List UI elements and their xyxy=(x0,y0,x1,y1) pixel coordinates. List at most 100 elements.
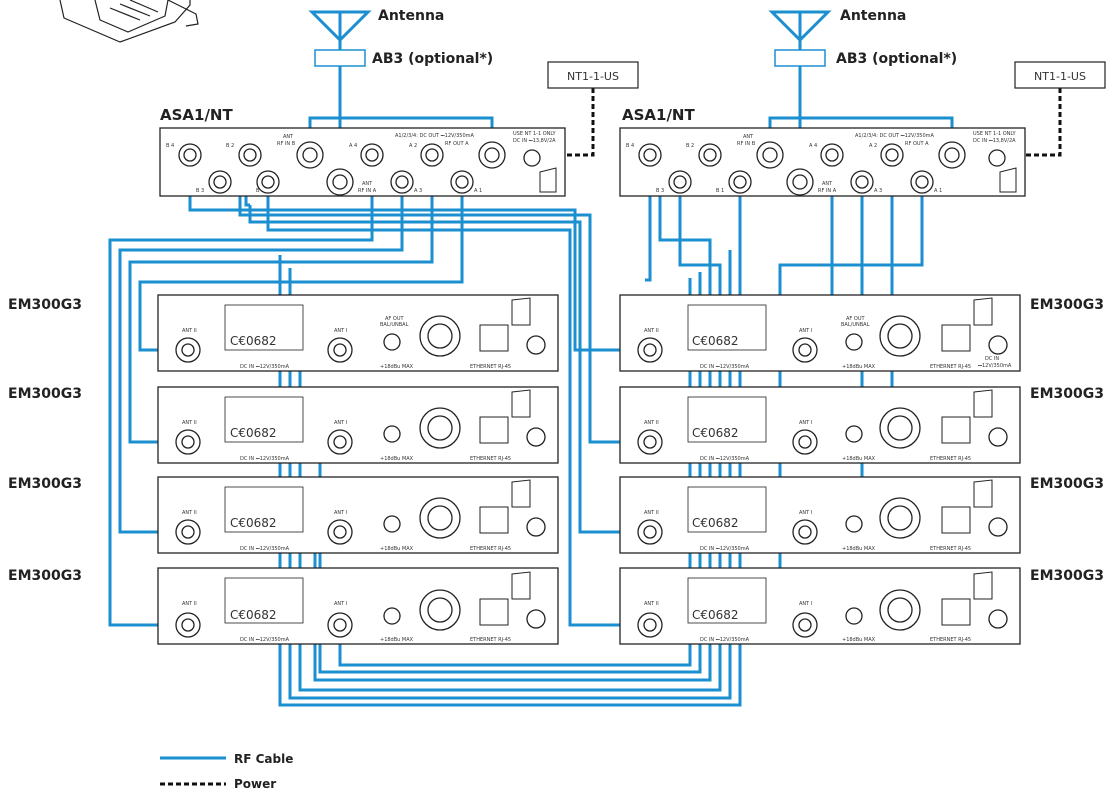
max-text: +18dBu MAX xyxy=(842,546,876,552)
rating-label xyxy=(224,577,304,624)
cable-clip-icon xyxy=(511,297,531,326)
dc-in-text: DC IN ⎓12V/350mA xyxy=(700,364,750,370)
legend-power-label: Power xyxy=(234,777,276,789)
receiver-label: EM300G3 xyxy=(8,386,82,402)
port-label: A 4 xyxy=(809,143,817,149)
dc-out-text: A1/2/3/4: DC OUT ⎓12V/350mA xyxy=(855,133,935,139)
ethernet-port xyxy=(941,416,971,444)
rf-in-b-text: RF IN B xyxy=(277,141,296,147)
splitter-left: ASA1/NT A1/2/3/4: DC OUT ⎓12V/350mA USE … xyxy=(159,106,566,197)
ant-ii-text: ANT II xyxy=(644,510,659,516)
ant-ii-text: ANT II xyxy=(182,420,197,426)
bnc-connector-icon xyxy=(175,589,546,638)
receiver-right-1: C€0682 ANT II ANT I DC IN ⎓12V/350mA +18… xyxy=(619,294,1021,372)
ce-mark: C€0682 xyxy=(692,334,739,348)
bnc-connector-icon xyxy=(175,407,546,455)
bnc-connector-icon xyxy=(637,407,1008,455)
ant-i-text: ANT I xyxy=(334,420,347,426)
port-label: A 2 xyxy=(409,143,417,149)
ant-b-text: ANT xyxy=(283,134,294,140)
ce-mark: C€0682 xyxy=(692,608,739,622)
ethernet-port xyxy=(479,506,509,534)
receiver-left-3: C€0682 ANT II ANT I DC IN ⎓12V/350mA +18… xyxy=(157,476,559,554)
legend: RF Cable Power xyxy=(160,752,293,789)
receiver-label: EM300G3 xyxy=(1030,297,1104,313)
ab3-label: AB3 (optional*) xyxy=(836,51,957,67)
ethernet-port xyxy=(941,324,971,352)
bnc-connector-icon xyxy=(178,141,541,196)
dc-in-text: DC IN ⎓12V/350mA xyxy=(240,364,290,370)
cable-clip-icon xyxy=(973,389,993,418)
af-out-text: AF OUT xyxy=(846,316,865,322)
ce-mark: C€0682 xyxy=(230,334,277,348)
port-label: A 1 xyxy=(474,188,482,194)
legend-rf-label: RF Cable xyxy=(234,752,293,766)
ethernet-text: ETHERNET RJ-45 xyxy=(470,637,511,643)
rating-label xyxy=(224,396,304,443)
dc-in-text: DC IN ⎓12V/350mA xyxy=(240,546,290,552)
rack-kit-sketch xyxy=(59,0,199,43)
ant-i-text: ANT I xyxy=(799,420,812,426)
ant-ii-text: ANT II xyxy=(644,601,659,607)
cable-clip-icon xyxy=(999,167,1017,193)
bnc-connector-icon xyxy=(638,141,1006,196)
ethernet-port xyxy=(941,598,971,626)
ethernet-text: ETHERNET RJ-45 xyxy=(930,546,971,552)
ab3-box xyxy=(774,49,826,67)
ethernet-port xyxy=(479,416,509,444)
dc-in-text: DC IN ⎓12V/350mA xyxy=(240,456,290,462)
ant-i-text: ANT I xyxy=(799,328,812,334)
ethernet-port xyxy=(941,506,971,534)
ce-mark: C€0682 xyxy=(230,608,277,622)
rf-in-a-text: RF IN A xyxy=(818,188,837,194)
port-label: A 3 xyxy=(414,188,422,194)
dc-in-text: DC IN ⎓13,8V/2A xyxy=(513,138,556,144)
max-text: +18dBu MAX xyxy=(380,546,414,552)
power-supply-left: NT1-1-US xyxy=(547,61,639,89)
ant-a-text: ANT xyxy=(362,181,373,187)
rating-label xyxy=(687,577,767,624)
ethernet-text: ETHERNET RJ-45 xyxy=(930,456,971,462)
ant-ii-text: ANT II xyxy=(182,510,197,516)
ethernet-text: ETHERNET RJ-45 xyxy=(470,364,511,370)
receiver-right-4: C€0682 ANT II ANT I DC IN ⎓12V/350mA +18… xyxy=(619,567,1021,645)
port-label: A 3 xyxy=(874,188,882,194)
power-cables xyxy=(540,88,1062,157)
rating-label xyxy=(687,304,767,351)
ant-i-text: ANT I xyxy=(799,510,812,516)
max-text: +18dBu MAX xyxy=(842,456,876,462)
cable-clip-icon xyxy=(973,571,993,600)
receiver-left-2: C€0682 ANT II ANT I DC IN ⎓12V/350mA +18… xyxy=(157,386,559,464)
dc-in-text: DC IN ⎓12V/350mA xyxy=(700,546,750,552)
port-label: A 2 xyxy=(869,143,877,149)
ant-ii-text: ANT II xyxy=(644,420,659,426)
power-supply-right: NT1-1-US xyxy=(1014,61,1106,89)
splitter-label: ASA1/NT xyxy=(622,106,695,124)
receiver-left-4: C€0682 ANT II ANT I DC IN ⎓12V/350mA +18… xyxy=(157,567,559,645)
max-text: +18dBu MAX xyxy=(380,637,414,643)
antenna-label: Antenna xyxy=(840,8,906,24)
power-supply-label: NT1-1-US xyxy=(567,70,619,83)
receiver-label: EM300G3 xyxy=(8,476,82,492)
ethernet-port xyxy=(479,324,509,352)
antenna-left: Antenna AB3 (optional*) xyxy=(308,8,493,67)
bnc-connector-icon xyxy=(175,315,546,363)
cable-clip-icon xyxy=(973,297,993,326)
ethernet-port xyxy=(479,598,509,626)
rating-label xyxy=(224,486,304,533)
ant-i-text: ANT I xyxy=(334,328,347,334)
port-label: B 1 xyxy=(256,188,264,194)
ant-i-text: ANT I xyxy=(334,601,347,607)
ethernet-text: ETHERNET RJ-45 xyxy=(930,637,971,643)
port-label: A 4 xyxy=(349,143,357,149)
ethernet-text: ETHERNET RJ-45 xyxy=(470,546,511,552)
ant-i-text: ANT I xyxy=(799,601,812,607)
ant-i-text: ANT I xyxy=(334,510,347,516)
receiver-right-2: C€0682 ANT II ANT I DC IN ⎓12V/350mA +18… xyxy=(619,386,1021,464)
ce-mark: C€0682 xyxy=(692,516,739,530)
af-out-text: AF OUT xyxy=(385,316,404,322)
receiver-labels: EM300G3 EM300G3 EM300G3 EM300G3 EM300G3 … xyxy=(8,297,1104,584)
max-text: +18dBu MAX xyxy=(842,364,876,370)
splitter-label: ASA1/NT xyxy=(160,106,233,124)
antenna-right: Antenna AB3 (optional*) xyxy=(768,8,957,67)
